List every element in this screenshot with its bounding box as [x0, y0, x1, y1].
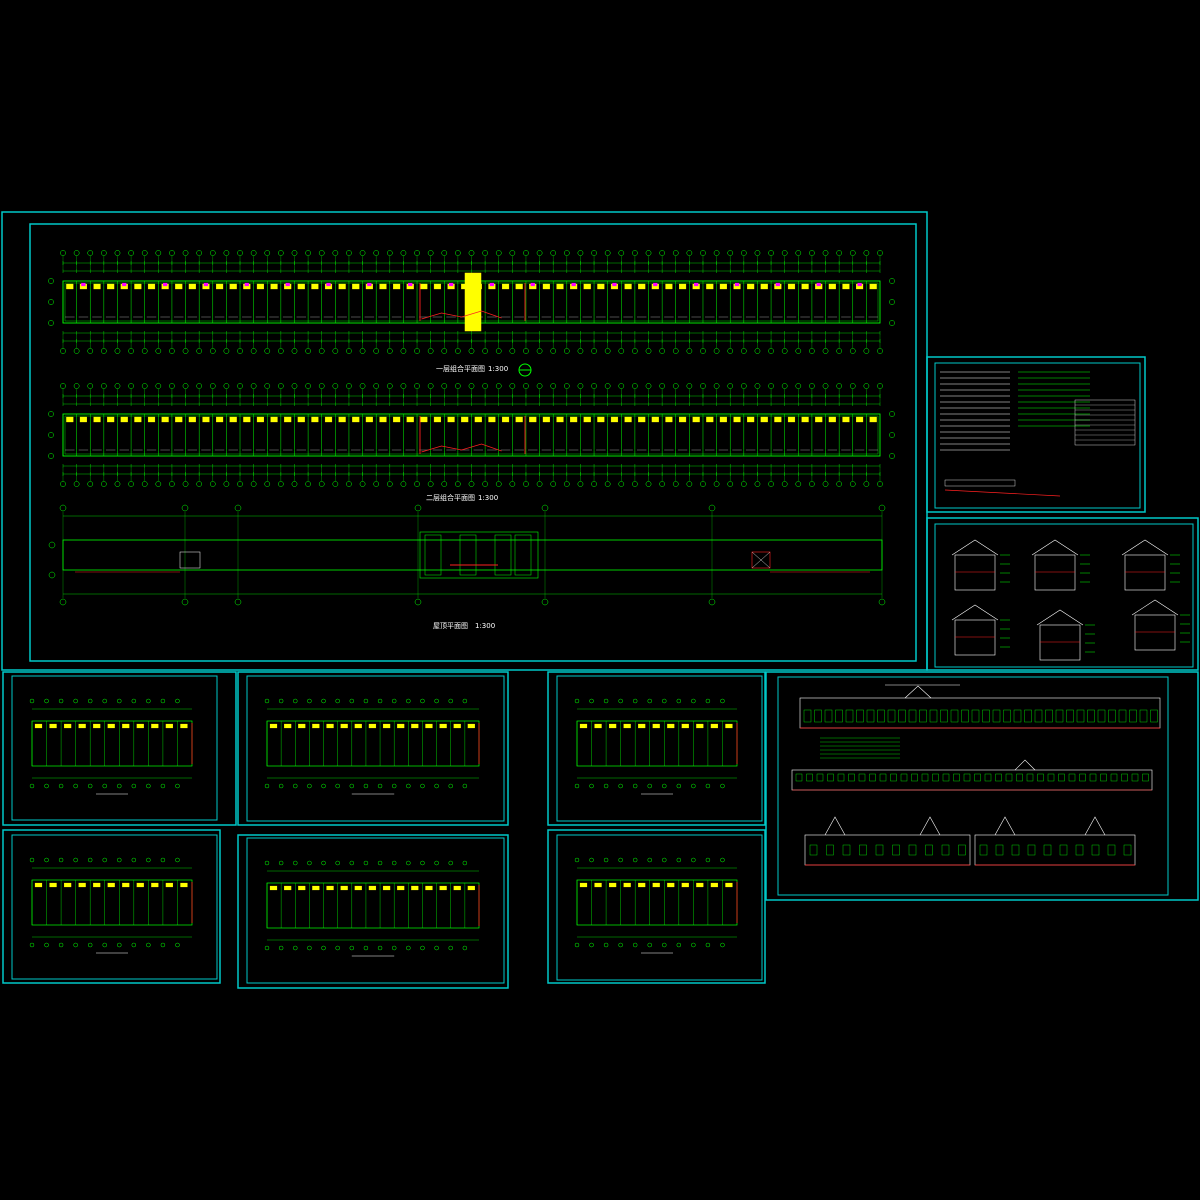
plan2-title: 二层组合平面图 — [426, 493, 475, 502]
north-arrow-icon — [518, 363, 532, 377]
unit-plan-sheets — [2, 671, 766, 989]
plan2-scale: 1:300 — [478, 494, 498, 502]
design-notes-sheet — [926, 356, 1146, 513]
section-drawings-sheet — [926, 517, 1199, 671]
second-floor-plan — [48, 383, 895, 487]
elevation-sheet — [765, 671, 1199, 901]
roof-plan — [48, 504, 886, 606]
plan1-scale: 1:300 — [488, 365, 508, 373]
plan1-title: 一层组合平面图 — [436, 364, 485, 373]
roof-scale: 1:300 — [475, 622, 495, 630]
first-floor-plan — [48, 250, 895, 354]
roof-title: 屋顶平面图 — [433, 622, 468, 630]
